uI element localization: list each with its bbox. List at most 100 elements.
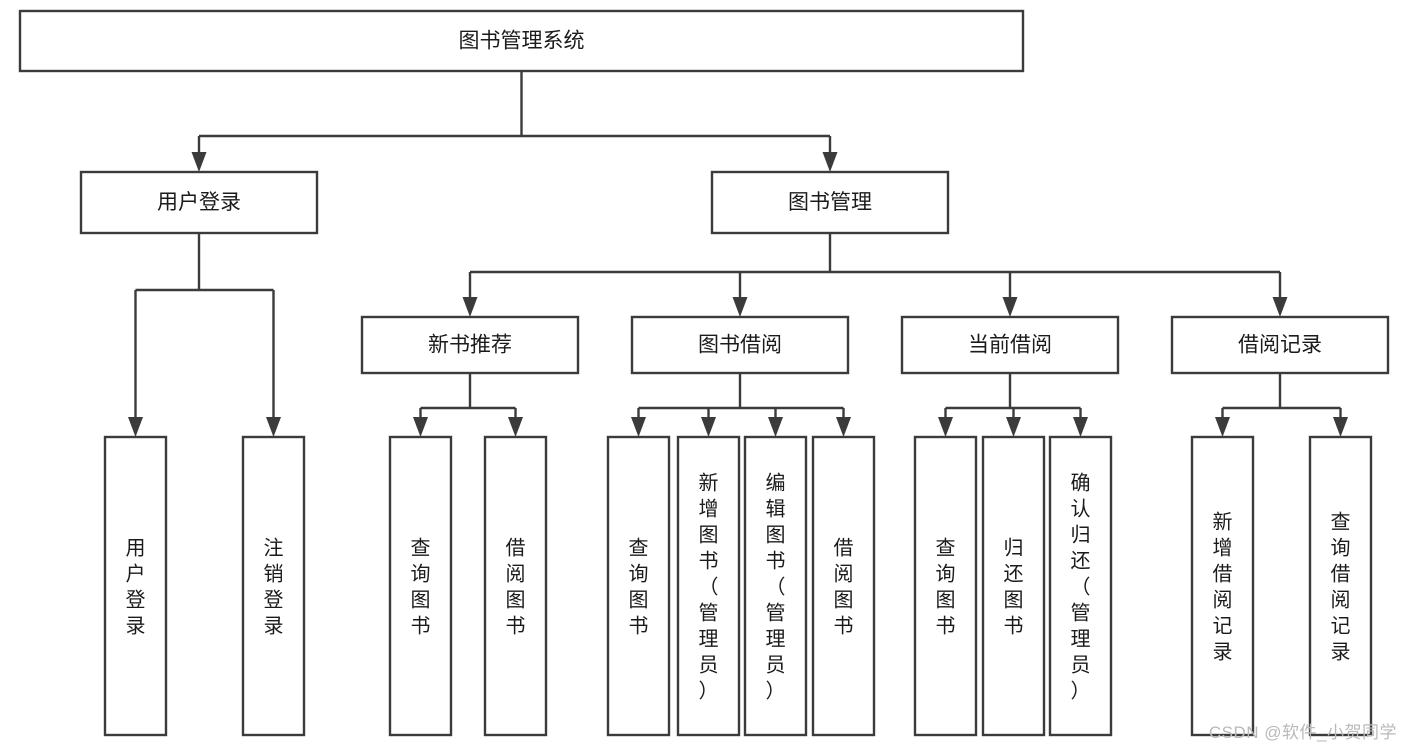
node-leaf-confirm-return-admin-label-char: 理 xyxy=(1071,628,1091,650)
node-leaf-add-borrow-record-label-char: 借 xyxy=(1213,562,1233,585)
node-book-borrow-label: 图书借阅 xyxy=(698,334,782,357)
node-leaf-query-book-3-label-char: 查 xyxy=(936,536,956,559)
node-leaf-add-borrow-record-label-char: 录 xyxy=(1213,641,1233,663)
node-root-root[interactable]: 图书管理系统 xyxy=(18,9,1025,73)
node-leaf-add-borrow-record-label-char: 阅 xyxy=(1213,588,1233,611)
arrow-head-icon xyxy=(1073,417,1088,437)
node-leaf-query-borrow-record-label-char: 阅 xyxy=(1331,588,1351,611)
node-leaf-user-logout-label-char: 登 xyxy=(264,588,284,611)
node-leaf-user-login[interactable]: 用户登录 xyxy=(103,435,168,737)
node-leaf-edit-book-admin-label-char: 辑 xyxy=(766,497,786,520)
arrow-head-icon xyxy=(1272,297,1288,317)
node-book-borrow-box xyxy=(630,315,850,375)
node-leaf-add-book-admin-label-char: 新 xyxy=(699,471,719,494)
node-leaf-add-book-admin-label-char: ） xyxy=(699,679,719,702)
node-leaf-add-book-admin-label-char: 管 xyxy=(699,601,719,624)
node-leaf-return-book-label-char: 归 xyxy=(1004,536,1024,559)
arrow-head-icon xyxy=(938,417,953,437)
node-leaf-user-logout-label-char: 注 xyxy=(264,536,284,559)
node-book-manage-box xyxy=(710,170,950,235)
node-leaf-query-borrow-record-label-char: 记 xyxy=(1331,614,1351,637)
node-leaf-query-book-2-label-char: 询 xyxy=(629,562,649,585)
arrow-head-icon xyxy=(1006,417,1021,437)
node-borrow-record-box xyxy=(1170,315,1390,375)
node-leaf-add-borrow-record-label-char: 增 xyxy=(1213,536,1233,559)
node-leaf-user-logout-label-char: 销 xyxy=(264,562,284,585)
node-leaf-add-book-admin-label-char: （ xyxy=(699,575,719,598)
node-leaf-confirm-return-admin-label-char: 还 xyxy=(1071,549,1091,572)
node-user-login[interactable]: 用户登录 xyxy=(79,170,319,235)
node-leaf-query-book-3-label-char: 图 xyxy=(936,589,956,611)
node-current-borrow[interactable]: 当前借阅 xyxy=(900,315,1120,375)
node-leaf-edit-book-admin-box xyxy=(743,435,808,737)
node-leaf-return-book-label-char: 书 xyxy=(1004,614,1024,637)
node-leaf-edit-book-admin-label-char: 理 xyxy=(766,628,786,650)
node-leaf-user-login-label-char: 登 xyxy=(126,588,146,611)
node-leaf-query-book-1-label-char: 询 xyxy=(411,562,431,585)
node-current-borrow-box xyxy=(900,315,1120,375)
node-leaf-query-book-2-label-char: 书 xyxy=(629,614,649,637)
node-leaf-query-book-1-label-char: 图 xyxy=(411,589,431,611)
connector-layer xyxy=(128,71,1348,437)
node-leaf-query-borrow-record-box xyxy=(1308,435,1373,737)
node-new-book-recommend[interactable]: 新书推荐 xyxy=(360,315,580,375)
arrow-head-icon xyxy=(822,152,838,172)
node-book-manage[interactable]: 图书管理 xyxy=(710,170,950,235)
node-leaf-confirm-return-admin-label-char: （ xyxy=(1071,575,1091,598)
node-layer: 图书管理系统用户登录图书管理新书推荐图书借阅当前借阅借阅记录用户登录注销登录查询… xyxy=(18,9,1390,737)
node-leaf-user-logout-label-char: 录 xyxy=(264,615,284,637)
node-leaf-borrow-book-1-label-char: 借 xyxy=(506,536,526,559)
node-leaf-query-book-3-label-char: 书 xyxy=(936,614,956,637)
node-leaf-add-borrow-record-box xyxy=(1190,435,1255,737)
node-leaf-query-borrow-record-label-char: 询 xyxy=(1331,536,1351,559)
node-leaf-borrow-book-2-box xyxy=(811,435,876,737)
node-leaf-query-book-1-label-char: 查 xyxy=(411,536,431,559)
node-leaf-borrow-book-2-label-char: 书 xyxy=(834,614,854,637)
node-leaf-return-book-label-char: 图 xyxy=(1004,589,1024,611)
node-root-root-label: 图书管理系统 xyxy=(459,30,585,53)
arrow-head-icon xyxy=(1333,417,1348,437)
node-leaf-query-book-2-label-char: 查 xyxy=(629,536,649,559)
node-leaf-add-book-admin-label-char: 理 xyxy=(699,628,719,650)
node-leaf-query-book-3-label-char: 询 xyxy=(936,562,956,585)
arrow-head-icon xyxy=(836,417,851,437)
node-leaf-return-book-label-char: 还 xyxy=(1004,562,1024,585)
node-leaf-add-book-admin-label-char: 图 xyxy=(699,524,719,546)
node-current-borrow-label: 当前借阅 xyxy=(968,334,1052,357)
node-leaf-edit-book-admin-label-char: （ xyxy=(766,575,786,598)
node-leaf-query-book-1-label-char: 书 xyxy=(411,614,431,637)
node-leaf-edit-book-admin-label-char: ） xyxy=(766,679,786,702)
node-user-login-box xyxy=(79,170,319,235)
node-new-book-recommend-box xyxy=(360,315,580,375)
node-borrow-record[interactable]: 借阅记录 xyxy=(1170,315,1390,375)
node-leaf-query-book-2-label-char: 图 xyxy=(629,589,649,611)
node-leaf-edit-book-admin-label-char: 书 xyxy=(766,549,786,572)
node-leaf-user-login-label-char: 户 xyxy=(126,562,146,585)
arrow-head-icon xyxy=(462,297,478,317)
node-leaf-confirm-return-admin-box xyxy=(1048,435,1113,737)
node-new-book-recommend-label: 新书推荐 xyxy=(428,334,512,357)
node-leaf-query-book-1-box xyxy=(388,435,453,737)
arrow-head-icon xyxy=(631,417,646,437)
node-leaf-return-book-box xyxy=(981,435,1046,737)
node-leaf-confirm-return-admin-label-char: ） xyxy=(1071,679,1091,702)
node-book-borrow[interactable]: 图书借阅 xyxy=(630,315,850,375)
node-leaf-edit-book-admin-label-char: 管 xyxy=(766,601,786,624)
node-leaf-user-login-label-char: 录 xyxy=(126,615,146,637)
node-leaf-add-book-admin-label-char: 员 xyxy=(699,654,719,676)
node-leaf-add-book-admin-label-char: 增 xyxy=(699,497,719,520)
